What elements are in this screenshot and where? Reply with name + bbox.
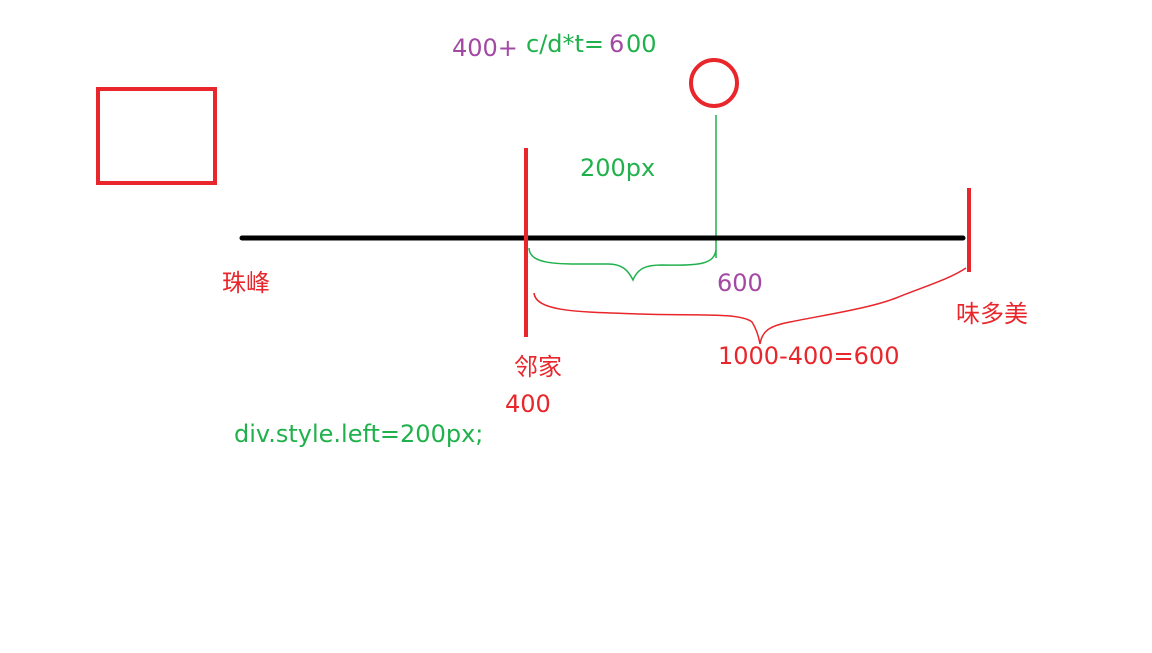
label-right-point: 味多美 (956, 300, 1028, 328)
formula-six: 6 (609, 30, 624, 58)
label-left-point: 珠峰 (222, 269, 270, 297)
label-purple-600: 600 (717, 269, 763, 297)
circle-outline-icon (689, 58, 739, 108)
formula-zeros: 00 (626, 30, 657, 58)
label-200px: 200px (580, 154, 655, 182)
green-bracket (528, 247, 717, 282)
label-code: div.style.left=200px; (234, 420, 483, 448)
label-mid-point: 邻家 (514, 353, 562, 381)
label-red-distance: 1000-400=600 (718, 342, 899, 370)
formula-cd: c/d*t= (526, 30, 604, 58)
square-outline-icon (96, 87, 217, 185)
red-bracket (533, 267, 967, 345)
formula-prefix: 400+ (452, 34, 518, 62)
label-mid-value: 400 (505, 390, 551, 418)
